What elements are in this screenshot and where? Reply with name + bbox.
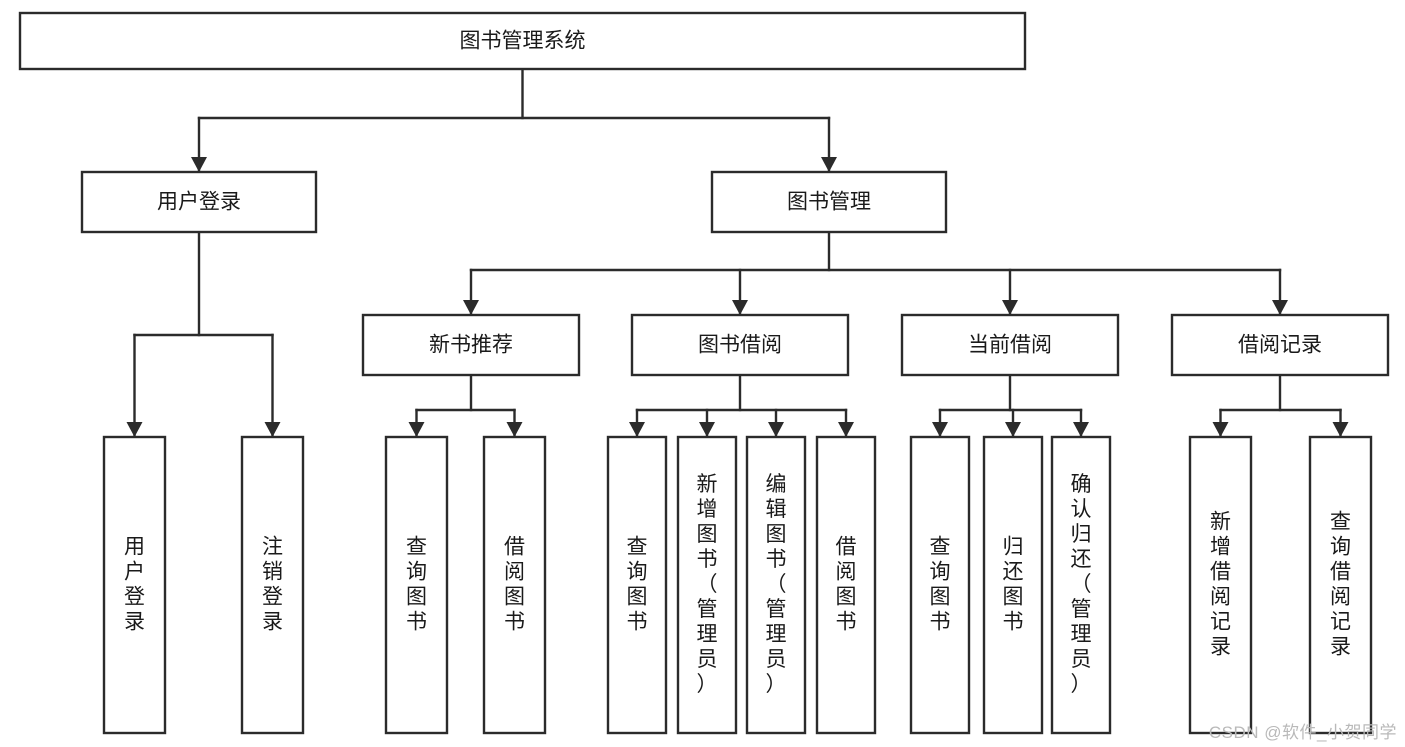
connector-edges-group (126, 67, 1349, 438)
root-node-box[interactable] (18, 11, 1027, 71)
leaf-node-box[interactable] (102, 435, 167, 735)
leaf-node-box[interactable] (909, 435, 971, 735)
leaf-node-6[interactable]: 编辑图书（管理员） (745, 435, 807, 735)
leaf-node-3[interactable]: 借阅图书 (482, 435, 547, 735)
leaf-node-10[interactable]: 确认归还（管理员） (1050, 435, 1112, 735)
leaf-node-label: 查询图书 (930, 535, 951, 633)
level3-node-1[interactable]: 图书借阅 (630, 313, 850, 377)
level3-node-box[interactable] (361, 313, 581, 377)
leaf-node-12[interactable]: 查询借阅记录 (1308, 435, 1373, 735)
level3-node-3[interactable]: 借阅记录 (1170, 313, 1390, 377)
leaf-node-box[interactable] (815, 435, 877, 735)
arrow-head-icon (463, 300, 479, 315)
level2-node-label: 图书管理 (787, 191, 871, 214)
level2-node-0[interactable]: 用户登录 (80, 170, 318, 234)
leaf-node-label: 借阅图书 (504, 535, 525, 633)
level3-node-label: 图书借阅 (698, 334, 782, 357)
leaf-node-box[interactable] (1050, 435, 1112, 735)
leaf-node-label: 归还图书 (1003, 535, 1024, 633)
arrow-head-icon (1212, 422, 1229, 437)
leaf-node-11[interactable]: 新增借阅记录 (1188, 435, 1253, 735)
arrow-head-icon (821, 157, 837, 172)
leaf-node-label: 查询图书 (627, 535, 648, 633)
level3-node-label: 新书推荐 (429, 334, 513, 357)
leaf-node-label: 注销登录 (262, 535, 283, 633)
leaf-node-1[interactable]: 注销登录 (240, 435, 305, 735)
level3-node-2[interactable]: 当前借阅 (900, 313, 1120, 377)
arrow-head-icon (408, 422, 425, 437)
level3-node-0[interactable]: 新书推荐 (361, 313, 581, 377)
arrow-head-icon (1332, 422, 1349, 437)
leaf-node-4[interactable]: 查询图书 (606, 435, 668, 735)
arrow-head-icon (1005, 422, 1021, 437)
leaf-node-label: 用户登录 (124, 535, 145, 633)
root-node-0[interactable]: 图书管理系统 (18, 11, 1027, 71)
leaf-node-label: 借阅图书 (836, 535, 857, 633)
leaf-node-label: 新增借阅记录 (1210, 510, 1231, 658)
leaf-node-box[interactable] (384, 435, 449, 735)
leaf-node-label: 确认归还（管理员） (1071, 473, 1092, 696)
leaf-node-label: 编辑图书（管理员） (766, 473, 787, 696)
leaf-node-box[interactable] (745, 435, 807, 735)
leaf-node-label: 查询图书 (406, 535, 427, 633)
arrow-head-icon (1002, 300, 1018, 315)
arrow-head-icon (126, 422, 143, 437)
level3-node-label: 借阅记录 (1238, 334, 1322, 357)
arrow-head-icon (838, 422, 854, 437)
leaf-node-box[interactable] (676, 435, 738, 735)
arrow-head-icon (629, 422, 645, 437)
nodes-group: 图书管理系统用户登录图书管理新书推荐图书借阅当前借阅借阅记录用户登录注销登录查询… (18, 11, 1390, 735)
level2-node-box[interactable] (80, 170, 318, 234)
arrow-head-icon (191, 157, 207, 172)
arrow-head-icon (732, 300, 748, 315)
level3-node-box[interactable] (630, 313, 850, 377)
level2-node-1[interactable]: 图书管理 (710, 170, 948, 234)
level3-node-label: 当前借阅 (968, 334, 1052, 357)
arrow-head-icon (1073, 422, 1089, 437)
leaf-node-2[interactable]: 查询图书 (384, 435, 449, 735)
arrow-head-icon (768, 422, 784, 437)
leaf-node-0[interactable]: 用户登录 (102, 435, 167, 735)
watermark-text: CSDN @软件_小贺同学 (1208, 723, 1397, 742)
leaf-node-box[interactable] (1308, 435, 1373, 735)
arrow-head-icon (1272, 300, 1288, 315)
leaf-node-8[interactable]: 查询图书 (909, 435, 971, 735)
leaf-node-box[interactable] (606, 435, 668, 735)
arrow-head-icon (699, 422, 715, 437)
leaf-node-box[interactable] (240, 435, 305, 735)
root-node-label: 图书管理系统 (460, 30, 586, 53)
level3-node-box[interactable] (1170, 313, 1390, 377)
leaf-node-box[interactable] (1188, 435, 1253, 735)
level2-node-label: 用户登录 (157, 191, 241, 214)
leaf-node-box[interactable] (982, 435, 1044, 735)
leaf-node-5[interactable]: 新增图书（管理员） (676, 435, 738, 735)
leaf-node-label: 新增图书（管理员） (697, 473, 718, 696)
leaf-node-box[interactable] (482, 435, 547, 735)
leaf-node-9[interactable]: 归还图书 (982, 435, 1044, 735)
level3-node-box[interactable] (900, 313, 1120, 377)
arrow-head-icon (506, 422, 523, 437)
level2-node-box[interactable] (710, 170, 948, 234)
arrow-head-icon (932, 422, 948, 437)
leaf-node-7[interactable]: 借阅图书 (815, 435, 877, 735)
arrow-head-icon (264, 422, 281, 437)
leaf-node-label: 查询借阅记录 (1330, 510, 1351, 658)
